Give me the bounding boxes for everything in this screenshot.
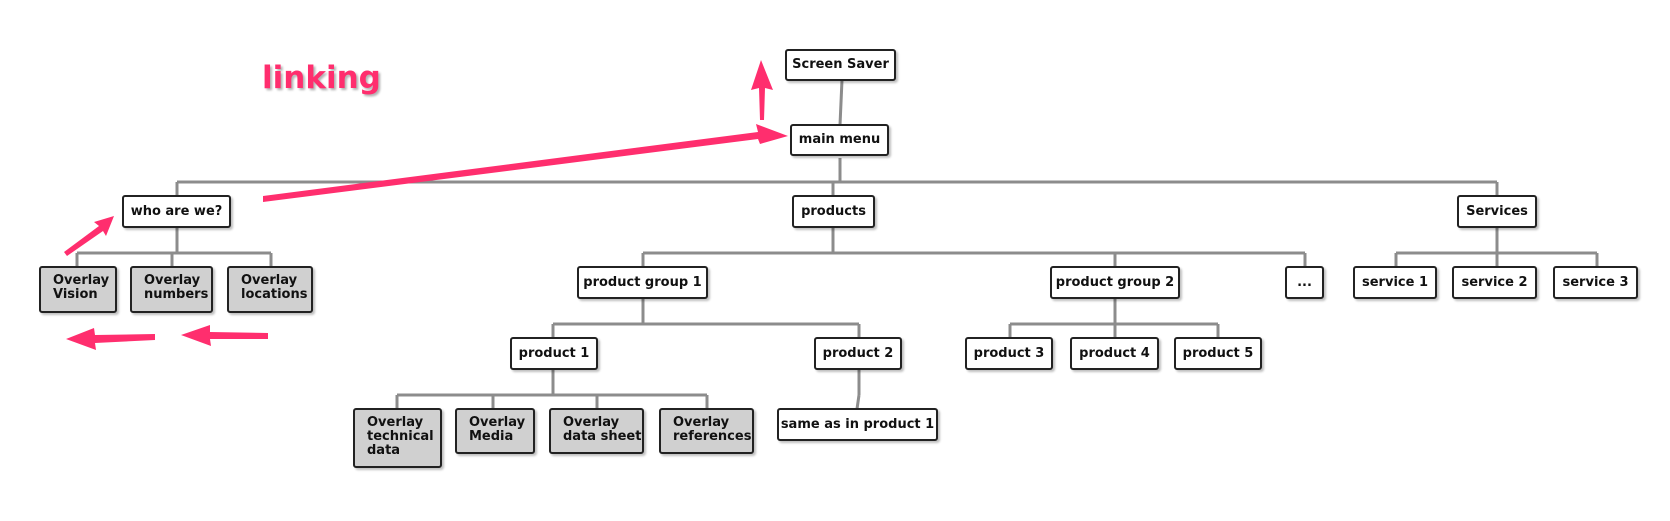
node-overlay-media[interactable]: Overlay Media — [455, 408, 535, 454]
linking-annotation-label: linking — [262, 60, 381, 96]
node-product-group-2[interactable]: product group 2 — [1050, 266, 1180, 299]
node-overlay-data-sheet[interactable]: Overlay data sheet — [549, 408, 644, 454]
node-services[interactable]: Services — [1457, 195, 1537, 228]
node-service-3[interactable]: service 3 — [1553, 266, 1638, 299]
arrow-diagonal-icon — [64, 216, 114, 256]
connector — [838, 79, 844, 126]
node-products[interactable]: products — [792, 195, 875, 228]
node-product-group-1[interactable]: product group 1 — [577, 266, 708, 299]
node-ellipsis[interactable]: ... — [1285, 266, 1324, 299]
node-overlay-references[interactable]: Overlay references — [659, 408, 754, 454]
node-screen-saver[interactable]: Screen Saver — [785, 49, 896, 81]
node-service-2[interactable]: service 2 — [1452, 266, 1537, 299]
node-overlay-technical-data[interactable]: Overlay technical data — [353, 408, 442, 468]
arrow-left-icon — [181, 325, 268, 346]
connector — [855, 394, 861, 410]
node-product-1[interactable]: product 1 — [510, 337, 598, 370]
node-who-are-we[interactable]: who are we? — [122, 195, 231, 228]
node-same-as-product-1[interactable]: same as in product 1 — [777, 408, 938, 441]
node-main-menu[interactable]: main menu — [790, 124, 889, 156]
node-service-1[interactable]: service 1 — [1353, 266, 1437, 299]
arrow-up-icon — [751, 60, 773, 120]
node-product-5[interactable]: product 5 — [1174, 337, 1262, 370]
node-product-4[interactable]: product 4 — [1070, 337, 1159, 370]
node-overlay-numbers[interactable]: Overlay numbers — [130, 266, 213, 313]
arrow-long-icon — [263, 124, 788, 202]
node-overlay-vision[interactable]: Overlay Vision — [39, 266, 117, 313]
arrow-left-icon — [66, 328, 155, 350]
node-overlay-locations[interactable]: Overlay locations — [227, 266, 313, 313]
node-product-3[interactable]: product 3 — [965, 337, 1053, 370]
node-product-2[interactable]: product 2 — [814, 337, 902, 370]
